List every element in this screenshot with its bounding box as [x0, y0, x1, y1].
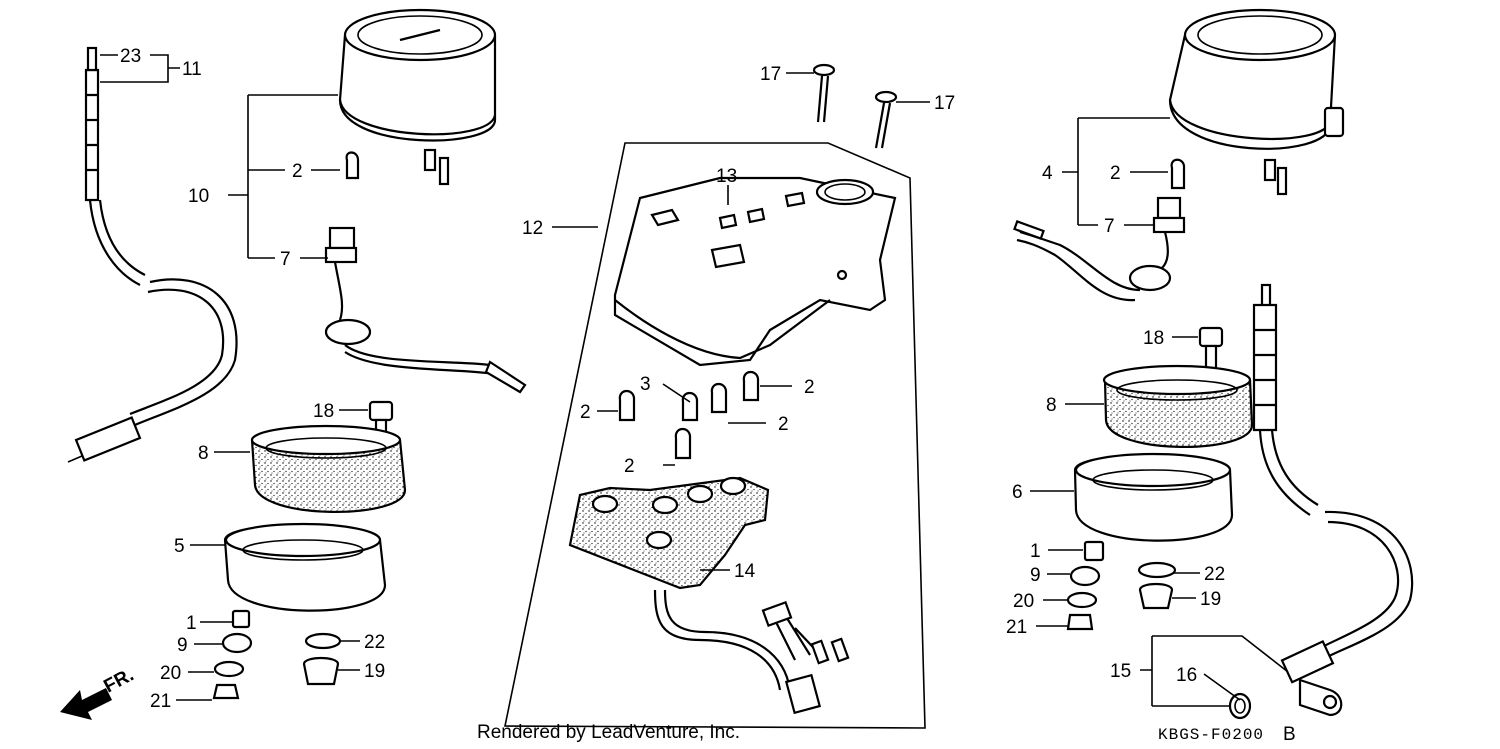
label-1-right: 1 — [1030, 541, 1041, 562]
label-3: 3 — [640, 374, 651, 395]
hardware-right — [1066, 540, 1177, 631]
socket-wiring-left — [324, 226, 527, 394]
label-7-left: 7 — [280, 249, 291, 270]
label-5: 5 — [174, 536, 185, 557]
label-2-left: 2 — [292, 161, 303, 182]
label-7-right: 7 — [1104, 216, 1115, 237]
tachometer-cable-right — [1228, 283, 1414, 720]
label-17-b: 17 — [934, 93, 955, 114]
case-6-right — [1073, 452, 1234, 542]
label-9-right: 9 — [1030, 565, 1041, 586]
label-13: 13 — [716, 166, 737, 187]
speedometer-cable-left — [67, 46, 238, 463]
speedometer-left — [338, 8, 497, 186]
label-4: 4 — [1042, 163, 1053, 184]
leader-lines — [100, 54, 1289, 707]
bulb-left — [345, 151, 360, 180]
bolt-18-right — [1198, 326, 1224, 370]
label-10: 10 — [188, 186, 209, 207]
diagram-code: KBGS-F0200 — [1158, 726, 1264, 744]
label-2-c2: 2 — [804, 377, 815, 398]
case-5-left — [223, 522, 387, 612]
label-8-left: 8 — [198, 443, 209, 464]
label-19-left: 19 — [364, 661, 385, 682]
label-18-right: 18 — [1143, 328, 1164, 349]
label-2-c3: 2 — [778, 414, 789, 435]
meter-cover-13 — [613, 176, 897, 367]
cushion-8-left — [250, 424, 407, 513]
credit-text: Rendered by LeadVenture, Inc. — [477, 722, 740, 743]
label-14: 14 — [734, 561, 756, 582]
label-2-c4: 2 — [624, 456, 635, 477]
bulb-right — [1170, 158, 1186, 190]
label-2-right: 2 — [1110, 163, 1121, 184]
label-18-left: 18 — [313, 401, 334, 422]
socket-wiring-right — [1013, 196, 1186, 302]
label-1-left: 1 — [186, 613, 197, 634]
label-19-right: 19 — [1200, 589, 1221, 610]
label-2-c1: 2 — [580, 402, 591, 423]
front-direction-arrow — [60, 688, 112, 720]
label-23: 23 — [120, 46, 141, 67]
label-20-right: 20 — [1013, 591, 1034, 612]
label-17-a: 17 — [760, 64, 781, 85]
hardware-left — [212, 609, 342, 700]
socket-board-14 — [568, 476, 850, 715]
label-21-left: 21 — [150, 691, 171, 712]
assembly-outline-12 — [504, 142, 926, 729]
part-labels: 23 11 10 2 7 18 8 5 1 9 20 21 22 19 17 1… — [100, 46, 1225, 712]
label-11: 11 — [182, 59, 202, 80]
label-22-right: 22 — [1204, 564, 1225, 585]
label-15: 15 — [1110, 661, 1131, 682]
label-6: 6 — [1012, 482, 1023, 503]
tachometer-right — [1168, 8, 1345, 196]
diagram-revision: B — [1283, 724, 1296, 745]
label-8-right: 8 — [1046, 395, 1057, 416]
label-12: 12 — [522, 218, 543, 239]
cushion-8-right — [1102, 364, 1254, 448]
screws-17 — [812, 63, 898, 149]
label-20-left: 20 — [160, 663, 181, 684]
label-16: 16 — [1176, 665, 1197, 686]
label-21-right: 21 — [1006, 617, 1027, 638]
label-22-left: 22 — [364, 632, 385, 653]
label-9-left: 9 — [177, 635, 188, 656]
